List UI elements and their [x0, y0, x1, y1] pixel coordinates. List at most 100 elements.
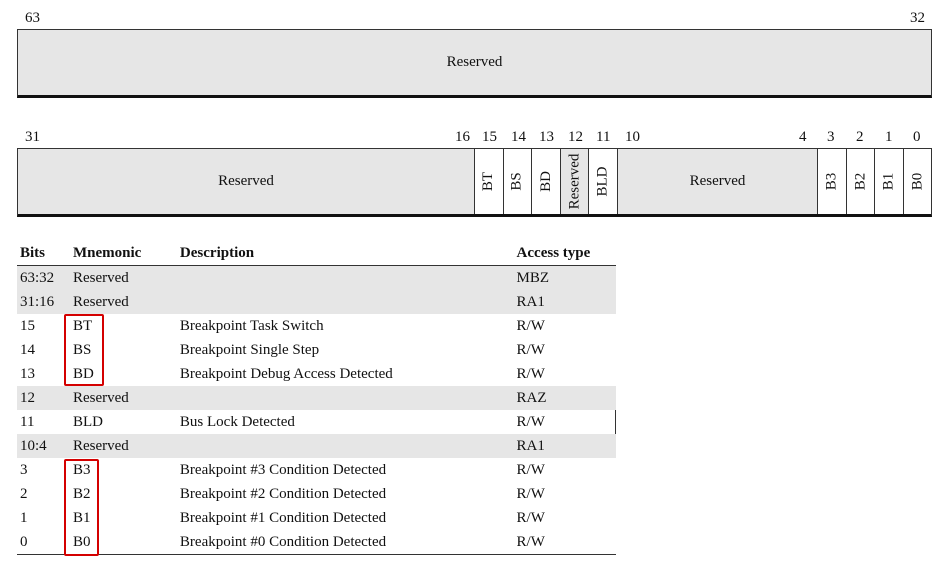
cell-description	[176, 434, 514, 458]
field-bs: BS	[504, 149, 532, 214]
cell-access: RA1	[513, 290, 616, 314]
cell-bits: 0	[17, 530, 70, 555]
bit-label-10: 10	[625, 129, 640, 145]
cell-mnemonic: Reserved	[69, 290, 177, 314]
cell-access: R/W	[513, 410, 616, 434]
cell-mnemonic: Reserved	[69, 386, 177, 410]
cell-mnemonic: BT	[72, 317, 93, 334]
cell-description: Breakpoint Task Switch	[179, 317, 324, 334]
table-row: 11 BLD Bus Lock Detected R/W	[17, 410, 616, 434]
table-row: 2 B2 Breakpoint #2 Condition Detected R/…	[17, 482, 616, 506]
field-reserved-12: Reserved	[561, 149, 589, 214]
bit-label-31: 31	[25, 129, 40, 145]
bit-label-32: 32	[910, 10, 925, 26]
bit-label-16: 16	[455, 129, 470, 145]
table-row: 15 BT Breakpoint Task Switch R/W	[17, 314, 616, 338]
field-bd: BD	[532, 149, 561, 214]
table-row: 12 Reserved RAZ	[17, 386, 616, 410]
header-description: Description	[176, 241, 514, 266]
cell-description: Breakpoint #2 Condition Detected	[179, 485, 387, 502]
field-label: B0	[908, 172, 925, 191]
field-label: Reserved	[689, 173, 746, 189]
table-row: 63:32 Reserved MBZ	[17, 265, 616, 290]
field-label: BS	[508, 172, 525, 191]
register-table: Bits Mnemonic Description Access type 63…	[17, 241, 616, 555]
bit-label-11: 11	[596, 129, 611, 145]
lower-register: Reserved BT BS BD Reserved BLD Reserved …	[17, 148, 932, 217]
cell-access: R/W	[516, 365, 545, 382]
field-reserved-10-4: Reserved	[618, 149, 818, 214]
cell-bits: 15	[20, 317, 35, 334]
header-bits: Bits	[17, 241, 70, 266]
cell-mnemonic: Reserved	[69, 434, 177, 458]
cell-mnemonic: BS	[72, 341, 92, 358]
cell-mnemonic: B0	[69, 530, 177, 555]
field-label: BLD	[594, 166, 611, 197]
table-row: 10:4 Reserved RA1	[17, 434, 616, 458]
table-row: 14 BS Breakpoint Single Step R/W	[17, 338, 616, 362]
highlight-box-bt-bs-bd	[64, 314, 104, 386]
field-b1: B1	[875, 149, 904, 214]
cell-description: Breakpoint #3 Condition Detected	[179, 461, 387, 478]
field-reserved-31-16: Reserved	[18, 149, 475, 214]
field-label: B1	[880, 172, 897, 191]
cell-access: R/W	[516, 317, 545, 334]
field-b2: B2	[847, 149, 875, 214]
cell-description: Breakpoint Single Step	[179, 341, 320, 358]
table-row: 3 B3 Breakpoint #3 Condition Detected R/…	[17, 458, 616, 482]
cell-access: R/W	[516, 485, 545, 502]
table-row: 0 B0 Breakpoint #0 Condition Detected R/…	[17, 530, 616, 555]
field-label: Reserved	[218, 173, 274, 189]
cell-access: MBZ	[513, 265, 616, 290]
cell-description: Bus Lock Detected	[179, 413, 295, 430]
cell-access: R/W	[516, 341, 545, 358]
bit-label-0: 0	[913, 129, 921, 145]
cell-bits: 13	[20, 365, 35, 382]
cell-mnemonic: Reserved	[69, 265, 177, 290]
field-label: B3	[823, 172, 840, 191]
bit-label-13: 13	[539, 129, 554, 145]
cell-bits: 63:32	[17, 265, 70, 290]
cell-mnemonic: B3	[72, 461, 91, 478]
cell-access: RAZ	[513, 386, 616, 410]
cell-mnemonic: BD	[72, 365, 94, 382]
bit-label-12: 12	[568, 129, 583, 145]
cell-access: R/W	[516, 509, 545, 526]
field-label: B2	[851, 172, 868, 191]
field-label: BT	[480, 171, 497, 192]
cell-description: Breakpoint Debug Access Detected	[179, 365, 393, 382]
bit-label-2: 2	[856, 129, 864, 145]
field-label: Reserved	[446, 54, 503, 70]
header-mnemonic: Mnemonic	[69, 241, 177, 266]
bit-label-63: 63	[25, 10, 40, 26]
cell-bits: 31:16	[17, 290, 70, 314]
cell-mnemonic: B1	[72, 509, 91, 526]
cell-description: Breakpoint #1 Condition Detected	[179, 509, 387, 526]
cell-bits: 14	[20, 341, 35, 358]
cell-access: R/W	[513, 530, 616, 555]
cell-mnemonic: B2	[72, 485, 91, 502]
table-row: 13 BD Breakpoint Debug Access Detected R…	[17, 362, 616, 386]
field-b3: B3	[818, 149, 847, 214]
cell-access: R/W	[516, 461, 545, 478]
header-access: Access type	[513, 241, 616, 266]
cell-description: Breakpoint #0 Condition Detected	[176, 530, 514, 555]
cell-description	[176, 386, 514, 410]
cell-bits: 11	[20, 413, 35, 430]
cell-mnemonic: BLD	[72, 413, 103, 430]
bit-label-4: 4	[799, 129, 807, 145]
cell-bits: 3	[20, 461, 28, 478]
cell-description	[176, 265, 514, 290]
upper-register: Reserved	[17, 29, 932, 98]
bit-label-1: 1	[885, 129, 893, 145]
field-label: BD	[537, 171, 554, 192]
field-bld: BLD	[589, 149, 618, 214]
cell-access: RA1	[513, 434, 616, 458]
bit-label-15: 15	[482, 129, 497, 145]
cell-bits: 1	[20, 509, 28, 526]
bit-label-3: 3	[827, 129, 835, 145]
field-b0: B0	[904, 149, 931, 214]
table-row: 31:16 Reserved RA1	[17, 290, 616, 314]
cell-description	[176, 290, 514, 314]
bit-label-14: 14	[511, 129, 526, 145]
